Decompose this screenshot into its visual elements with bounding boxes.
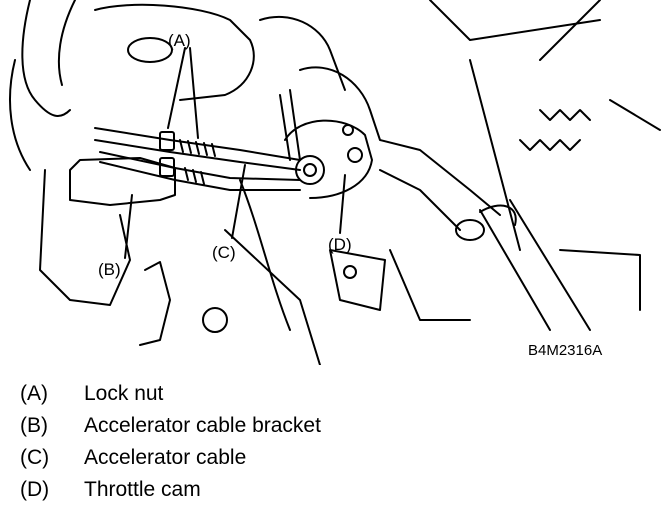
lower-part xyxy=(239,179,291,331)
legend: (A) Lock nut (B) Accelerator cable bracket… xyxy=(20,378,660,506)
engine-block xyxy=(259,15,346,91)
tube-outline xyxy=(479,209,551,331)
lower-bracket-hole xyxy=(343,265,357,279)
legend-text: Throttle cam xyxy=(84,478,201,501)
legend-item: (D) Throttle cam xyxy=(20,474,660,506)
lock-nut xyxy=(159,131,175,151)
accelerator-cable-lower xyxy=(99,161,301,191)
legend-text: Accelerator cable bracket xyxy=(84,414,321,437)
accelerator-cable-lower xyxy=(99,151,301,181)
lower-part xyxy=(139,261,171,346)
lower-part xyxy=(224,229,321,365)
intake-housing xyxy=(299,66,501,216)
legend-key: (B) xyxy=(20,414,48,437)
intake-housing xyxy=(379,169,461,231)
legend-key: (C) xyxy=(20,446,50,469)
legend-text: Lock nut xyxy=(84,382,164,405)
engine-diagram: (A) (B) (C) (D) B4M2316A xyxy=(9,0,661,365)
hatching xyxy=(519,139,581,151)
lower-part-bolt xyxy=(202,307,228,333)
legend-key: (D) xyxy=(20,478,50,501)
accelerator-cable-upper xyxy=(94,139,301,171)
legend-text: Accelerator cable xyxy=(84,446,247,469)
leader-line-d xyxy=(339,174,346,234)
hose-outline xyxy=(9,59,31,171)
tube-clamp xyxy=(455,219,485,241)
bracket-lower-body xyxy=(39,169,131,306)
lower-bracket xyxy=(389,249,471,321)
tube-outline xyxy=(509,199,591,331)
lock-nut xyxy=(159,157,175,177)
frame-outline xyxy=(539,0,601,61)
frame-outline xyxy=(469,59,521,251)
callout-a: (A) xyxy=(168,31,191,50)
legend-item: (B) Accelerator cable bracket xyxy=(20,410,660,442)
throttle-cam xyxy=(279,89,373,199)
leader-line-a xyxy=(189,47,199,139)
legend-item: (A) Lock nut xyxy=(20,378,660,410)
lock-nut-threads xyxy=(179,139,216,185)
frame-outline xyxy=(429,0,601,41)
figure-code: B4M2316A xyxy=(528,342,602,359)
hose-outline xyxy=(21,0,71,117)
engine-block xyxy=(94,3,255,101)
leader-line-c xyxy=(231,164,246,239)
frame-outline xyxy=(559,249,641,311)
leader-line-a xyxy=(167,47,186,129)
leader-line-b xyxy=(124,194,133,259)
hatching xyxy=(539,109,591,121)
accelerator-cable-bracket xyxy=(69,157,176,206)
lower-bracket xyxy=(329,249,386,311)
callout-d: (D) xyxy=(328,235,352,254)
legend-item: (C) Accelerator cable xyxy=(20,442,660,474)
tube-clamp xyxy=(479,204,517,226)
engine-port xyxy=(127,37,173,63)
frame-outline xyxy=(609,99,661,131)
callout-b: (B) xyxy=(98,260,121,279)
callout-c: (C) xyxy=(212,243,236,262)
hose-outline xyxy=(57,0,76,86)
legend-key: (A) xyxy=(20,382,48,405)
